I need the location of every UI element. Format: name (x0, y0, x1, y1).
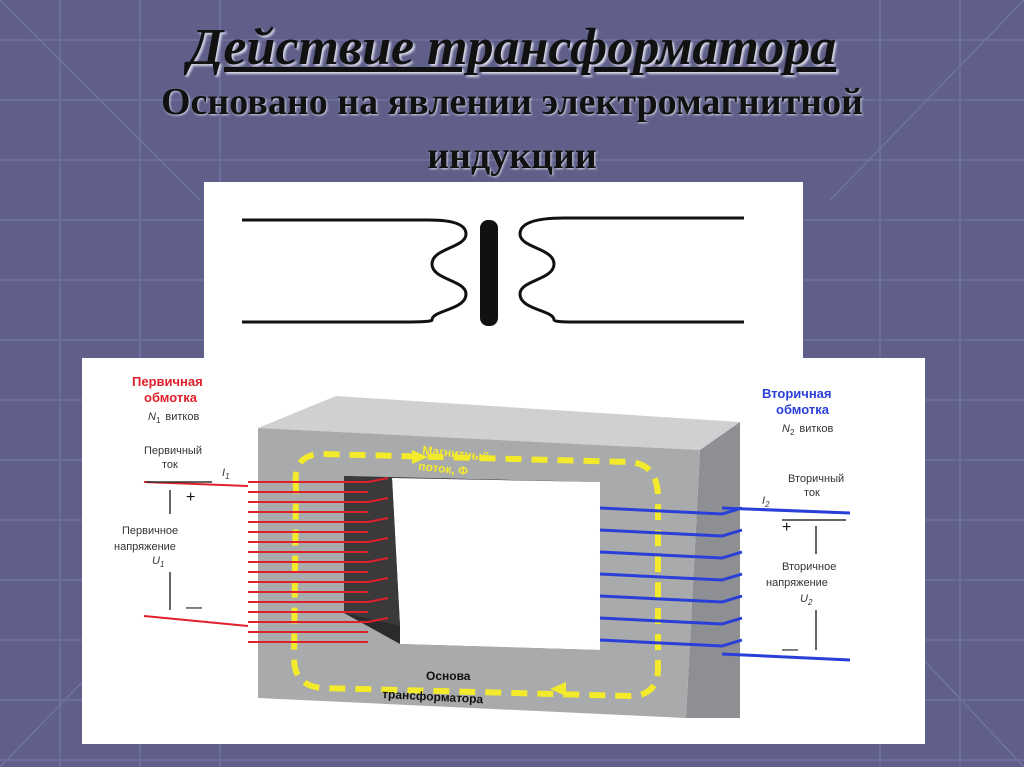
secondary-current-label-2: ток (804, 487, 820, 499)
flux-arrow-bottom (550, 682, 566, 696)
primary-coil (143, 477, 389, 643)
flux-label-2: поток, Φ (418, 459, 469, 478)
primary-plus: + (186, 489, 195, 506)
secondary-voltage-label-2: напряжение (766, 577, 828, 589)
flux-label-1: Магнитный (422, 443, 490, 464)
slide-title: Действие трансформатора (187, 19, 837, 76)
slide-subtitle: Основано на явлении электромагнитной инд… (0, 75, 1024, 183)
transformer-symbol-panel (204, 182, 803, 360)
secondary-voltage-label-1: Вторичное (782, 561, 836, 573)
primary-voltage-symbol: U1 (152, 555, 164, 569)
core-label-2: трансформатора (382, 687, 484, 706)
secondary-coil (599, 506, 851, 662)
secondary-winding-label-1: Вторичная (762, 386, 832, 401)
secondary-current-label-1: Вторичный (788, 473, 844, 485)
secondary-minus: — (782, 641, 798, 658)
secondary-plus: + (782, 519, 791, 536)
symbol-core-bar (480, 220, 498, 326)
flux-path (290, 450, 661, 700)
subtitle-line-2: индукции (427, 135, 597, 177)
primary-winding-label-2: обмотка (144, 390, 198, 405)
symbol-primary-wire (242, 218, 468, 324)
subtitle-line-1: Основано на явлении электромагнитной (160, 81, 864, 123)
symbol-secondary-wire (518, 216, 744, 324)
transformer-core (258, 396, 740, 718)
transformer-symbol (242, 216, 744, 326)
primary-current-symbol: I1 (222, 467, 230, 481)
secondary-voltage-symbol: U2 (800, 593, 813, 607)
flux-arrow-top (412, 450, 428, 464)
core-label-1: Основа (426, 669, 471, 683)
primary-minus: — (186, 599, 202, 616)
secondary-winding-label-2: обмотка (776, 402, 830, 417)
primary-voltage-label-1: Первичное (122, 525, 178, 537)
secondary-current-symbol: I2 (762, 495, 770, 509)
primary-current-label-1: Первичный (144, 445, 202, 457)
primary-voltage-label-2: напряжение (114, 541, 176, 553)
primary-winding-label-1: Первичная (132, 374, 203, 389)
primary-current-label-2: ток (162, 459, 178, 471)
